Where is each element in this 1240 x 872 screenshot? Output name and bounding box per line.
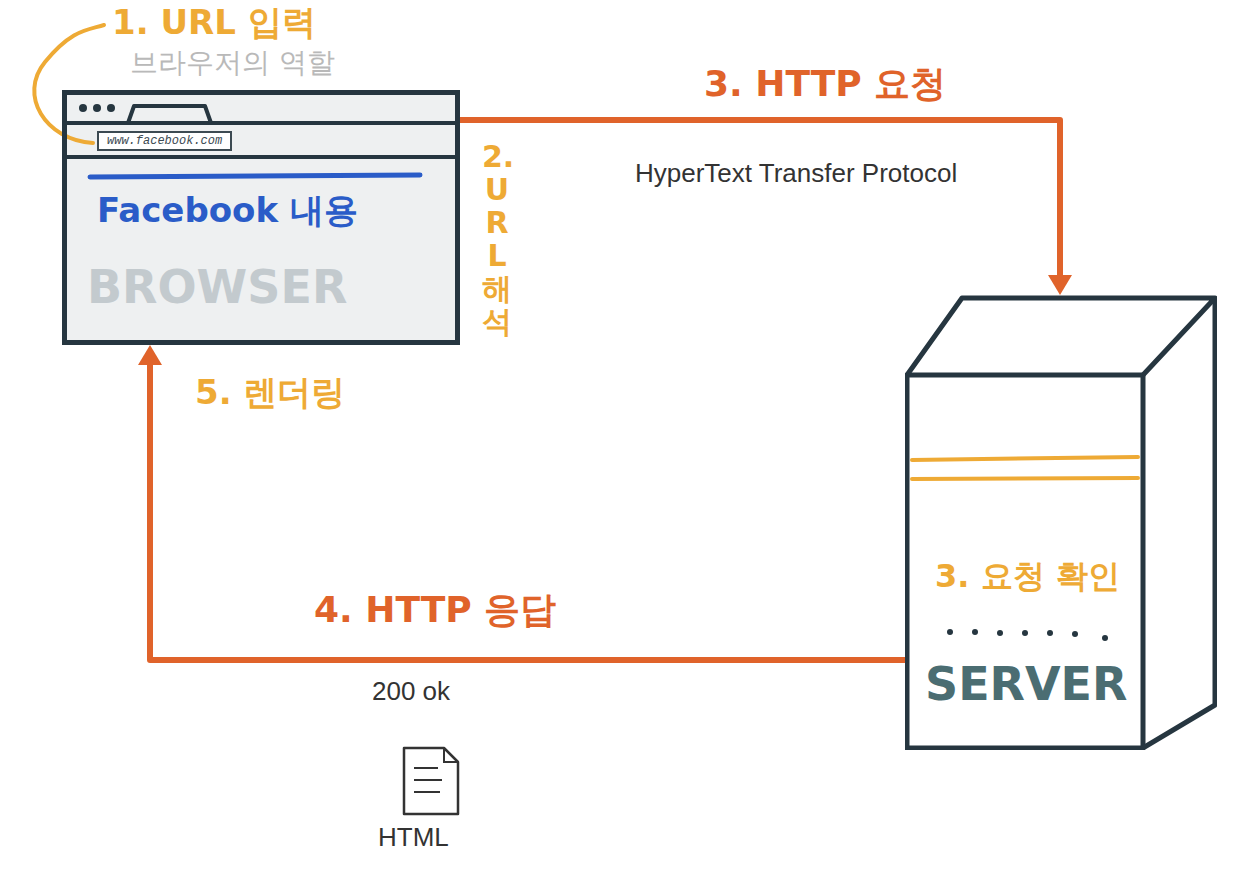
window-dot	[79, 104, 87, 112]
server-stripe	[912, 457, 1138, 460]
browser-tab	[128, 106, 211, 123]
edge-label: 4. HTTP 응답	[310, 588, 560, 631]
connector-line	[150, 361, 905, 660]
url-text: www.facebook.com	[107, 133, 222, 149]
arrow-head	[1048, 275, 1072, 295]
server-dot	[1072, 631, 1078, 637]
connector	[138, 345, 905, 660]
watermark-title: 브라우저의 역할	[130, 46, 335, 80]
server-stripe	[912, 478, 1138, 479]
document-line	[414, 791, 440, 793]
step-label-vertical: 2. URL 해석	[482, 140, 512, 338]
address-bar: www.facebook.com	[97, 131, 232, 151]
document-icon	[404, 748, 458, 814]
step-label: 1. URL 입력	[112, 2, 316, 43]
document-fold	[444, 748, 458, 762]
callout-curve	[34, 25, 104, 143]
document-line	[414, 767, 438, 769]
server-dot	[972, 629, 978, 635]
edge-label: 3. HTTP 요청	[700, 62, 950, 105]
server-edge	[907, 298, 1215, 375]
file-label: HTML	[378, 822, 449, 853]
arrow-head	[138, 345, 162, 365]
content-title: Facebook 내용	[97, 190, 358, 231]
server-dot	[1102, 635, 1108, 641]
server-dot	[1047, 630, 1053, 636]
browser-bar-line	[67, 155, 455, 159]
browser-ground	[62, 90, 460, 345]
step-label: 5. 렌더링	[195, 372, 345, 413]
status-note: 200 ok	[372, 676, 450, 707]
window-dot	[107, 104, 115, 112]
server-box: 3. 요청 확인 SERVER	[905, 295, 1217, 750]
server-dot	[947, 629, 953, 635]
document-line	[414, 779, 442, 781]
server-step: 3. 요청 확인	[935, 557, 1120, 595]
server-edge	[907, 375, 1143, 748]
server-dot	[1022, 630, 1028, 636]
server-edge	[1143, 298, 1215, 748]
server-title: SERVER	[925, 657, 1127, 712]
browser-watermark: BROWSER	[87, 260, 347, 315]
connector-line	[460, 120, 1060, 279]
server-dot	[997, 630, 1003, 636]
connector	[460, 120, 1072, 295]
browser-window: Facebook 내용 BROWSER www.facebook.com	[62, 90, 460, 345]
protocol-note: HyperText Transfer Protocol	[635, 158, 957, 189]
content-line	[90, 175, 420, 177]
window-dot	[93, 104, 101, 112]
browser-tab-line	[67, 121, 455, 125]
